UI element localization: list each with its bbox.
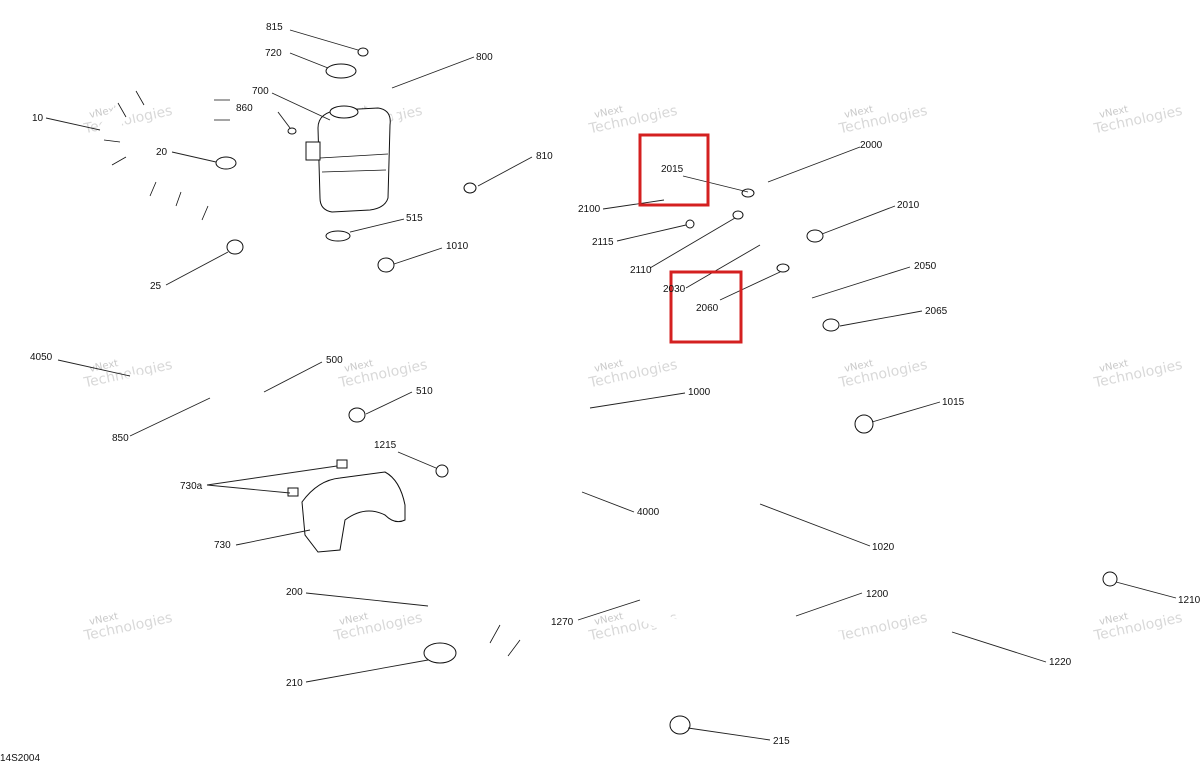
label-2060[interactable]: 2060 [696, 303, 719, 314]
label-200[interactable]: 200 [286, 587, 303, 598]
label-2100[interactable]: 2100 [578, 204, 601, 215]
hose-1220 [804, 536, 1086, 686]
watermark: vNext Technologies [837, 103, 929, 138]
label-730a[interactable]: 730a [180, 481, 203, 492]
hose-850 [207, 145, 273, 443]
hose-1200 [450, 475, 1088, 632]
label-2030[interactable]: 2030 [663, 284, 686, 295]
hose-2050 [785, 285, 823, 325]
cap-720 [325, 63, 357, 79]
clamp-1015 [854, 414, 874, 434]
label-730[interactable]: 730 [214, 540, 231, 551]
clamp-1215 [435, 464, 449, 478]
clamp-2115 [685, 219, 695, 229]
clamp-2015 [741, 188, 755, 198]
clamp-20 [215, 156, 237, 170]
label-850[interactable]: 850 [112, 433, 129, 444]
clamp-2110 [732, 210, 744, 220]
watermark: vNext Technologies [332, 610, 424, 645]
label-215[interactable]: 215 [773, 736, 790, 747]
hose-1000 [396, 269, 839, 463]
clamp-210 [423, 642, 457, 664]
label-1015[interactable]: 1015 [942, 397, 965, 408]
clamp-2060 [776, 263, 790, 273]
label-1215[interactable]: 1215 [374, 440, 397, 451]
watermark: vNext Technologies [587, 103, 679, 138]
label-510[interactable]: 510 [416, 386, 433, 397]
part-labels: 815 720 800 700 860 10 20 25 810 515 101… [30, 22, 1200, 747]
label-1220[interactable]: 1220 [1049, 657, 1072, 668]
label-2015[interactable]: 2015 [661, 164, 684, 175]
watermark: vNext Technologies [337, 357, 429, 392]
clamp-2010 [806, 229, 824, 243]
label-2010[interactable]: 2010 [897, 200, 920, 211]
label-25[interactable]: 25 [150, 281, 162, 292]
watermark: vNext Technologies [1092, 103, 1184, 138]
label-1020[interactable]: 1020 [872, 542, 895, 553]
watermarks: vNext Technologies vNext Technologies vN… [82, 103, 1184, 645]
coolant-reservoir [305, 105, 391, 213]
label-1000[interactable]: 1000 [688, 387, 711, 398]
clamp-2065 [822, 318, 840, 332]
highlight-box-2015 [638, 133, 710, 207]
hose-2100 [655, 188, 733, 211]
mount-730 [287, 459, 406, 553]
label-4000[interactable]: 4000 [637, 507, 660, 518]
clamp-510 [348, 407, 366, 423]
highlight-boxes [638, 133, 743, 344]
connector-2030 [759, 225, 771, 255]
label-700[interactable]: 700 [252, 86, 269, 97]
clamp-1010 [377, 257, 395, 273]
highlight-box-2060 [669, 270, 743, 344]
label-800[interactable]: 800 [476, 52, 493, 63]
label-2115[interactable]: 2115 [592, 237, 614, 248]
part-4050 [126, 374, 164, 380]
clamp-215 [669, 715, 691, 735]
label-515[interactable]: 515 [406, 213, 423, 224]
watermark: vNext Technologies [837, 357, 929, 392]
label-1210[interactable]: 1210 [1178, 595, 1200, 606]
part-4000 [576, 464, 582, 506]
label-2110[interactable]: 2110 [630, 265, 652, 276]
hose-1020 [434, 337, 831, 511]
watermark: vNext Technologies [1092, 610, 1184, 645]
hose-10 [91, 60, 231, 247]
label-2050[interactable]: 2050 [914, 261, 937, 272]
label-10[interactable]: 10 [32, 113, 44, 124]
watermark: vNext Technologies [82, 610, 174, 645]
watermark: vNext Technologies [1092, 357, 1184, 392]
label-500[interactable]: 500 [326, 355, 343, 366]
watermark: vNext Technologies [82, 357, 174, 392]
label-815[interactable]: 815 [266, 22, 283, 33]
clamp-1210 [1102, 571, 1118, 587]
label-210[interactable]: 210 [286, 678, 303, 689]
clamp-25 [226, 239, 244, 255]
hose-500 [251, 242, 358, 440]
clamp-515 [325, 230, 351, 242]
hose-200 [429, 593, 671, 753]
clamp-810 [463, 182, 477, 194]
hose-2000 [724, 145, 801, 232]
hose-800 [359, 3, 468, 193]
label-720[interactable]: 720 [265, 48, 282, 59]
label-4050[interactable]: 4050 [30, 352, 53, 363]
label-20[interactable]: 20 [156, 147, 168, 158]
clamp-815 [357, 47, 369, 57]
label-2065[interactable]: 2065 [925, 306, 948, 317]
clamp-860 [287, 127, 297, 135]
watermark: vNext Technologies [587, 357, 679, 392]
label-2000[interactable]: 2000 [860, 140, 883, 151]
hose-1270 [480, 534, 758, 656]
label-860[interactable]: 860 [236, 103, 253, 114]
drawing-code: 14S2004 [0, 753, 40, 764]
leader-lines [45, 29, 1177, 741]
label-1200[interactable]: 1200 [866, 589, 889, 600]
label-1270[interactable]: 1270 [551, 617, 574, 628]
label-810[interactable]: 810 [536, 151, 553, 162]
label-1010[interactable]: 1010 [446, 241, 469, 252]
hoses [91, 3, 1088, 753]
